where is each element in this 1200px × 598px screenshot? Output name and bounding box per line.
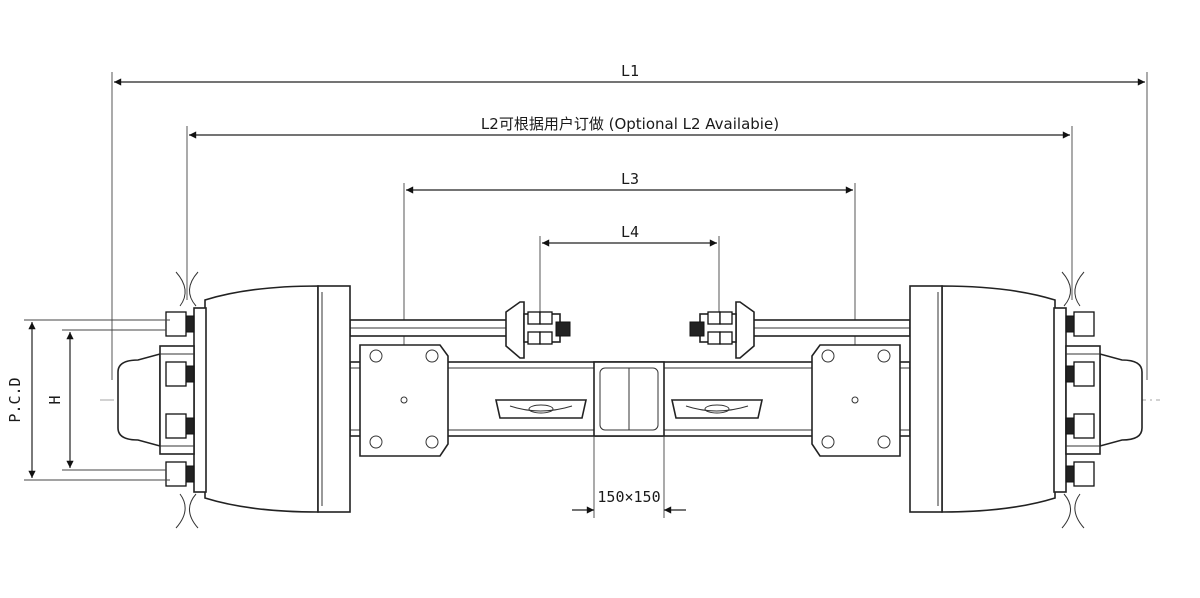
dimension-l1: L1	[111, 62, 1148, 380]
beam-section	[593, 361, 665, 437]
l1-label: L1	[621, 62, 639, 80]
dimension-beam: 150×150	[572, 436, 686, 518]
beam-size-label: 150×150	[597, 488, 660, 506]
camshaft-right	[689, 301, 911, 359]
l2-label: L2可根据用户订做 (Optional L2 Availabie)	[481, 115, 779, 133]
brake-drum-left	[193, 285, 351, 513]
l4-label: L4	[621, 223, 639, 241]
spring-seat-left	[359, 344, 449, 457]
tire-outline-left	[175, 271, 199, 529]
wheel-studs-left	[165, 311, 195, 487]
dimension-pcd: P.C.D	[6, 319, 170, 481]
h-label: H	[46, 395, 64, 404]
wheel-studs-right	[1065, 311, 1095, 487]
tire-outline-right	[1061, 271, 1085, 529]
brake-bracket-right	[671, 399, 763, 419]
slack-adjuster-nut-left	[527, 311, 571, 345]
pcd-label: P.C.D	[6, 377, 24, 422]
l3-label: L3	[621, 170, 639, 188]
dimension-l2: L2可根据用户订做 (Optional L2 Availabie)	[186, 115, 1073, 300]
brake-bracket-left	[495, 399, 587, 419]
camshaft-left	[349, 301, 571, 359]
dimension-l4: L4	[539, 223, 720, 330]
dimension-h: H	[46, 329, 166, 471]
brake-drum-right	[909, 285, 1067, 513]
slack-adjuster-nut-right	[689, 311, 733, 345]
dimension-l3: L3	[403, 170, 856, 400]
spring-seat-right	[811, 344, 901, 457]
